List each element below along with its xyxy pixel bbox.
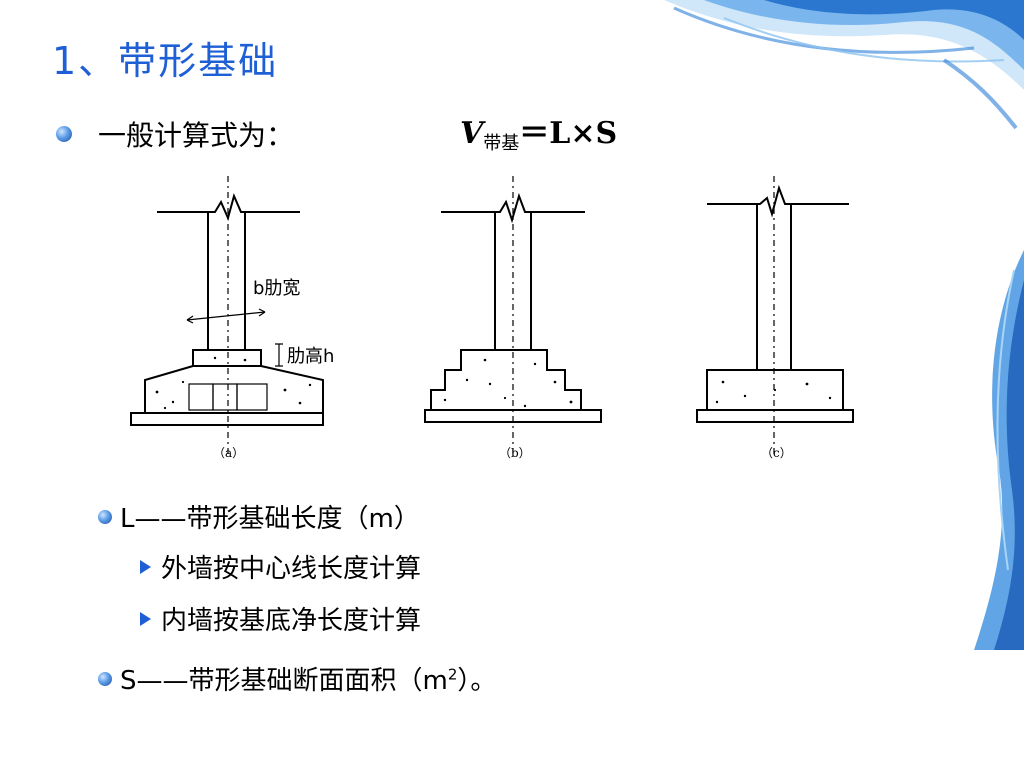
- rib-width-annotation: b肋宽: [253, 278, 300, 299]
- formula-subscript: 带基: [483, 133, 520, 154]
- bullet-ball-icon: [56, 126, 72, 142]
- intro-line: 一般计算式为：: [56, 114, 294, 154]
- list-item-L-text: L——带形基础长度（m）: [120, 504, 420, 534]
- section-c-drawing: （c）: [696, 176, 854, 460]
- slide-title: 1、带形基础: [52, 39, 279, 83]
- list-item-S-suffix: ）。: [457, 666, 497, 696]
- volume-formula: V带基＝L×S: [460, 108, 617, 155]
- caption-a: （a）: [213, 446, 244, 460]
- triangle-bullet-icon: [140, 559, 151, 574]
- section-a-drawing: b肋宽 肋高h （a）: [130, 176, 334, 460]
- section-b-drawing: （b）: [424, 176, 602, 460]
- list-item-L-sub1: 外墙按中心线长度计算: [140, 548, 421, 585]
- list-item-L: L——带形基础长度（m）: [98, 498, 420, 535]
- list-item-S-sup: 2: [447, 665, 458, 684]
- bullet-ball-icon: [98, 671, 112, 686]
- list-item-L-sub2: 内墙按基底净长度计算: [140, 600, 421, 637]
- rib-height-annotation: 肋高h: [287, 346, 334, 367]
- list-item-S: S——带形基础断面面积（m2）。: [98, 660, 496, 697]
- formula-rest: ＝L×S: [519, 116, 618, 151]
- bullet-ball-icon: [98, 509, 112, 524]
- list-item-L-sub1-text: 外墙按中心线长度计算: [161, 554, 422, 584]
- list-item-L-sub2-text: 内墙按基底净长度计算: [161, 606, 422, 636]
- list-item-S-prefix: S——带形基础断面面积（m: [120, 666, 448, 696]
- list-item-S-text: S——带形基础断面面积（m2）。: [120, 660, 496, 697]
- intro-label: 一般计算式为：: [98, 119, 295, 152]
- caption-c: （c）: [761, 446, 792, 460]
- triangle-bullet-icon: [140, 611, 151, 626]
- side-swirl-decoration: [974, 250, 1024, 650]
- formula-variable: V: [460, 116, 484, 151]
- strip-foundation-sections: b肋宽 肋高h （a） （b） （c）: [130, 176, 854, 460]
- caption-b: （b）: [499, 446, 531, 460]
- corner-swirl-decoration: [664, 0, 1024, 130]
